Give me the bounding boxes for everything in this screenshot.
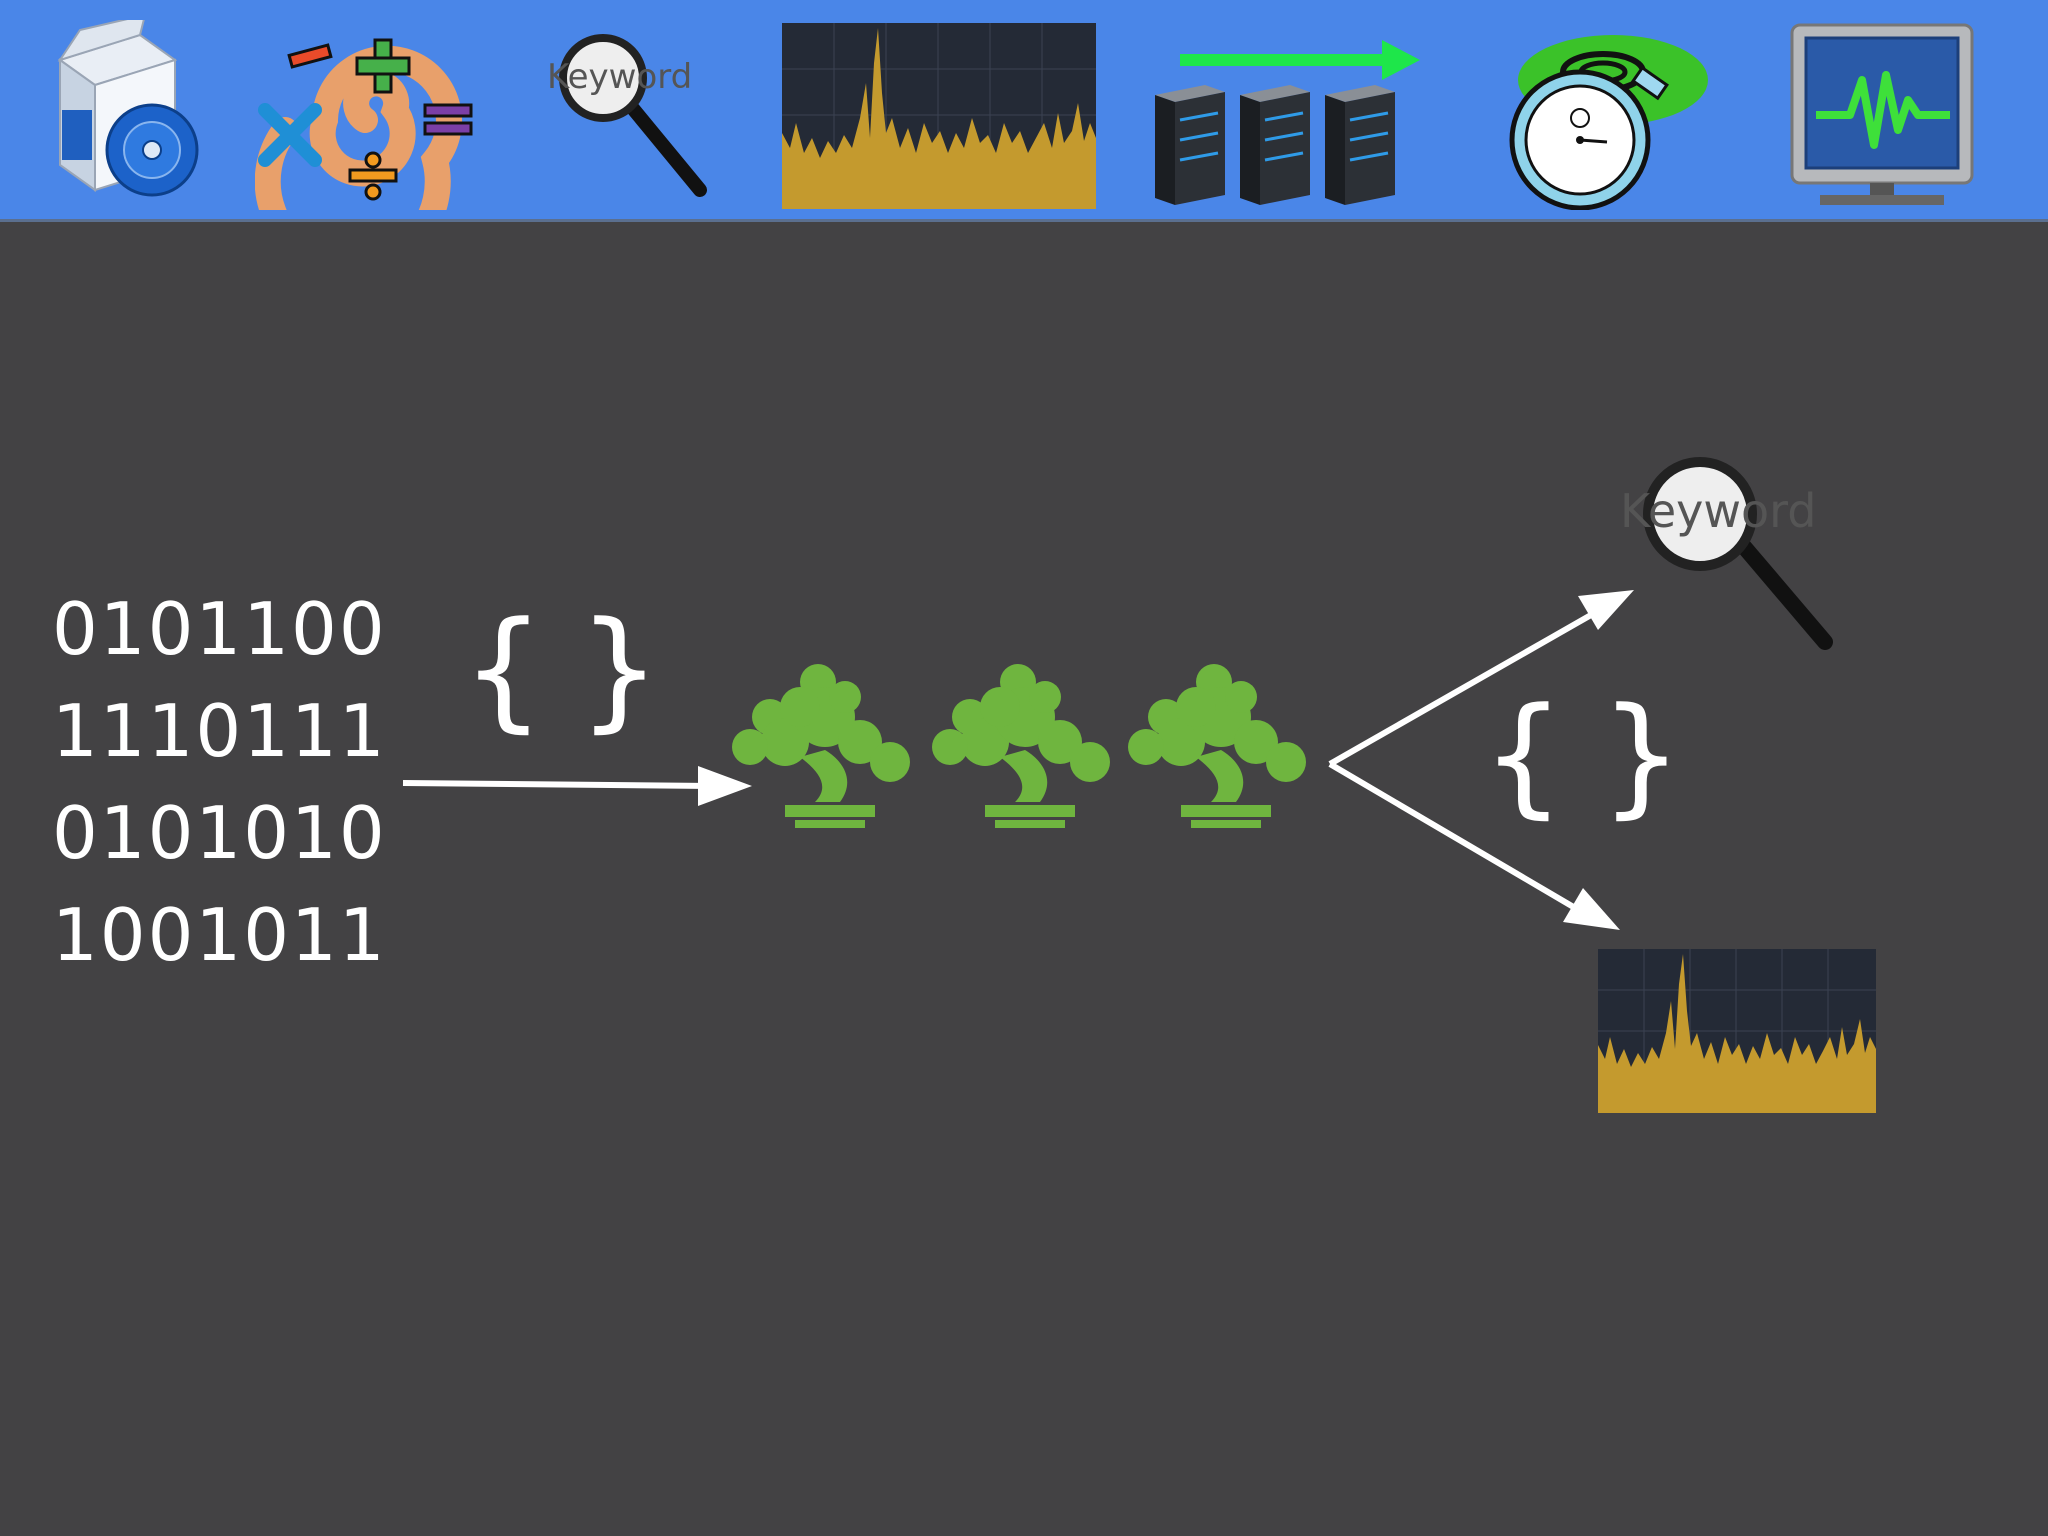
signal-chart-icon: [1598, 949, 1876, 1113]
brace-close: }: [578, 593, 661, 745]
keyword-search-icon: Keyword: [1620, 457, 1833, 650]
server-transfer-icon[interactable]: [1150, 20, 1440, 210]
bonsai-tree-icon: [932, 664, 1110, 828]
bonsai-tree-icon: [1128, 664, 1306, 828]
monitor-heartbeat-icon[interactable]: [1790, 20, 1974, 210]
output-arrow-down: [1328, 761, 1620, 930]
output-arrow-up: [1328, 590, 1634, 767]
diagram-stage: 0101100 1110111 0101010 1001011 { } { }: [0, 222, 2048, 1536]
toolbar: Keyword: [0, 0, 2048, 222]
brace-close: }: [1600, 679, 1683, 831]
binary-line: 0101100: [52, 587, 387, 671]
input-arrow: [402, 766, 752, 806]
signal-chart-icon[interactable]: [782, 23, 1096, 209]
brace-open: {: [462, 593, 545, 745]
keyword-label: Keyword: [547, 57, 692, 97]
binary-line: 0101010: [52, 791, 387, 875]
binary-line: 1001011: [52, 893, 387, 977]
binary-line: 1110111: [52, 689, 387, 773]
bonsai-tree-icon: [732, 664, 910, 828]
server-rack: [1155, 85, 1225, 205]
software-box-icon[interactable]: [40, 20, 210, 210]
keyword-label: Keyword: [1620, 484, 1816, 538]
keyword-search-icon[interactable]: Keyword: [545, 20, 715, 210]
math-operators-icon[interactable]: [255, 20, 495, 210]
arrows-layer: [402, 590, 1634, 930]
brace-open: {: [1482, 679, 1565, 831]
stopwatch-icon[interactable]: [1495, 20, 1715, 210]
